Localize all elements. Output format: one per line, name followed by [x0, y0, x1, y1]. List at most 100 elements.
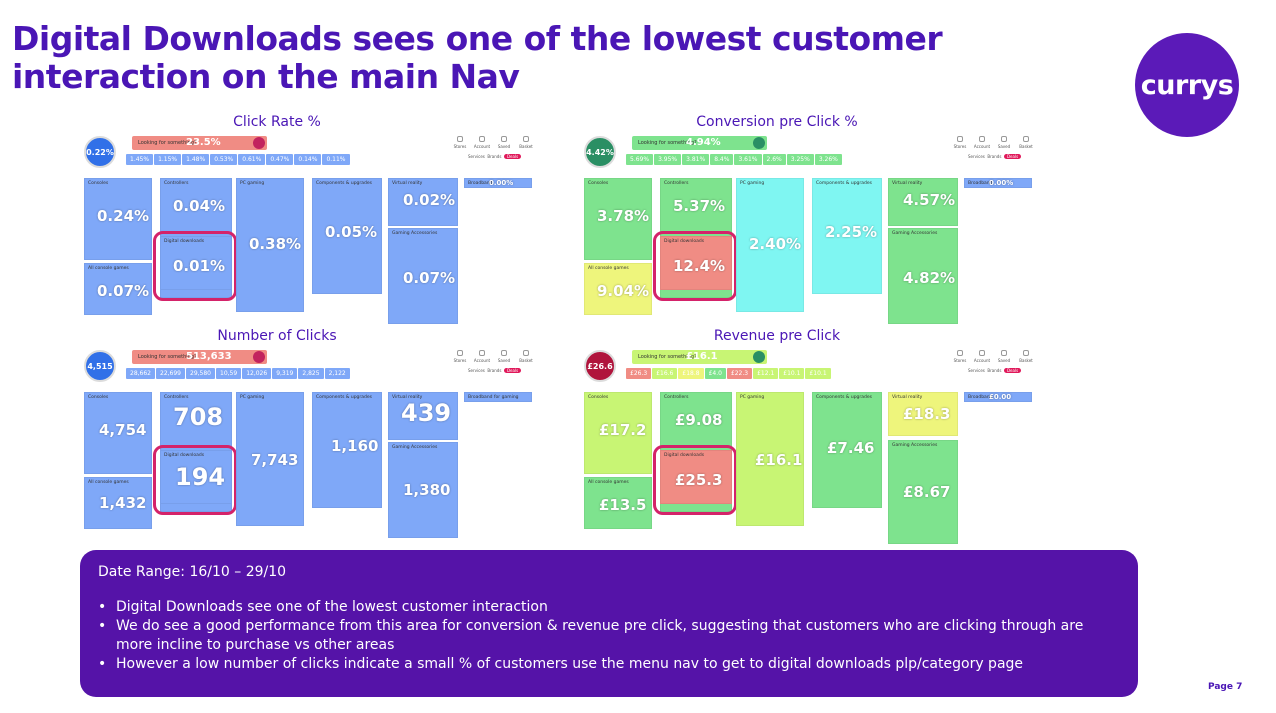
nav-value: 3.61%: [734, 154, 762, 165]
account-icon: Account: [972, 348, 992, 363]
category-value: 1,432: [99, 494, 147, 512]
services-link: Services: [468, 154, 485, 159]
nav-value: 0.14%: [294, 154, 322, 165]
saved-icon: Saved: [994, 348, 1014, 363]
summary-bullet: We do see a good performance from this a…: [98, 617, 1120, 655]
nav-value: £16.6: [652, 368, 678, 379]
category-value: 0.00%: [989, 179, 1014, 187]
search-icon: [753, 351, 765, 363]
currys-logo: currys: [1135, 33, 1239, 137]
account-icon: Account: [972, 134, 992, 149]
nav-value: 0.47%: [266, 154, 294, 165]
category-label: Digital downloads: [164, 453, 205, 458]
category-value: 0.07%: [403, 269, 456, 287]
category-label: Broadband: [468, 181, 493, 186]
nav-value: £10.1: [805, 368, 831, 379]
panel-title: Click Rate %: [233, 114, 321, 130]
category-label: Virtual reality: [892, 181, 923, 186]
category-label: Consoles: [88, 181, 109, 186]
icon-label: Account: [473, 358, 491, 363]
highlight-digital-downloads: [653, 231, 737, 301]
icon-label: Account: [973, 144, 991, 149]
header-icons: Stores Account Saved Basket Services Bra…: [450, 134, 540, 164]
brands-link: Brands: [987, 154, 1002, 159]
summary-bullet: However a low number of clicks indicate …: [98, 655, 1120, 674]
nav-value: 12,026: [242, 368, 272, 379]
services-link: Services: [968, 154, 985, 159]
stores-icon: Stores: [950, 134, 970, 149]
category-value: 2.25%: [825, 223, 878, 241]
search-bar: Looking for something?513,633: [132, 350, 267, 364]
brands-link: Brands: [487, 368, 502, 373]
search-bar: Looking for something?4.94%: [632, 136, 767, 150]
nav-value: 10,59: [216, 368, 242, 379]
stores-icon: Stores: [450, 348, 470, 363]
kpi-badge: 4,515: [84, 350, 116, 382]
category-value: 4.82%: [903, 269, 956, 287]
icon-label: Basket: [1019, 358, 1033, 363]
header-icons: Stores Account Saved Basket Services Bra…: [950, 134, 1040, 164]
category-value: 7,743: [251, 451, 299, 469]
saved-icon: Saved: [994, 134, 1014, 149]
category-value: £8.67: [903, 483, 951, 501]
stores-icon: Stores: [950, 348, 970, 363]
panel-number-of-clicks: Number of Clicks 4,515 Looking for somet…: [82, 328, 542, 538]
icon-label: Saved: [997, 358, 1011, 363]
category-console-games: All console games£13.5: [584, 477, 652, 529]
icon-label: Basket: [1019, 144, 1033, 149]
category-label: All console games: [88, 266, 129, 271]
icon-label: Saved: [497, 144, 511, 149]
icon-label: Saved: [497, 358, 511, 363]
category-label: PC gaming: [240, 395, 265, 400]
category-value: £7.46: [827, 439, 875, 457]
category-label: Controllers: [664, 395, 689, 400]
nav-value: 1.48%: [182, 154, 210, 165]
deals-link: Deals: [503, 154, 522, 159]
basket-icon: Basket: [516, 134, 536, 149]
highlight-digital-downloads: [153, 445, 237, 515]
saved-icon: Saved: [494, 348, 514, 363]
category-label: Gaming Accessories: [392, 231, 438, 236]
deals-link: Deals: [1003, 368, 1022, 373]
category-value: 0.05%: [325, 223, 378, 241]
nav-value: £26.3: [626, 368, 652, 379]
nav-value: 3.81%: [682, 154, 710, 165]
category-label: Gaming Accessories: [892, 443, 938, 448]
category-label: All console games: [588, 480, 629, 485]
nav-header: 4.42% Looking for something?4.94% 5.69% …: [582, 134, 1042, 174]
nav-value: 9,319: [272, 368, 298, 379]
nav-values-row: £26.3 £16.6 £18.8 £4.0 £22.3 £12.1 £10.1…: [626, 368, 831, 379]
category-label: Broadband for gaming: [468, 395, 519, 400]
category-label: Digital downloads: [164, 239, 205, 244]
nav-value: 29,580: [186, 368, 215, 379]
category-label: Digital downloads: [664, 239, 705, 244]
icon-label: Stores: [953, 358, 967, 363]
category-broadband: Broadband for gaming: [464, 392, 532, 402]
category-value: £0.00: [989, 393, 1012, 401]
basket-icon: Basket: [1016, 348, 1036, 363]
nav-header: 4,515 Looking for something?513,633 28,6…: [82, 348, 542, 388]
category-value: 5.37%: [673, 197, 726, 215]
search-value: 513,633: [186, 351, 232, 362]
nav-value: 0.11%: [322, 154, 350, 165]
category-label: Broadband: [968, 181, 993, 186]
deals-link: Deals: [1003, 154, 1022, 159]
search-label: Looking for something?: [138, 354, 197, 360]
panel-title: Conversion pre Click %: [696, 114, 858, 130]
category-value: 0.38%: [249, 235, 302, 253]
nav-values-row: 5.69% 3.95% 3.81% 8.4% 3.61% 2.6% 3.25% …: [626, 154, 842, 165]
panel-title: Revenue pre Click: [713, 328, 841, 344]
category-label: Virtual reality: [892, 395, 923, 400]
nav-value: 2,122: [324, 368, 350, 379]
search-label: Looking for something?: [138, 140, 197, 146]
